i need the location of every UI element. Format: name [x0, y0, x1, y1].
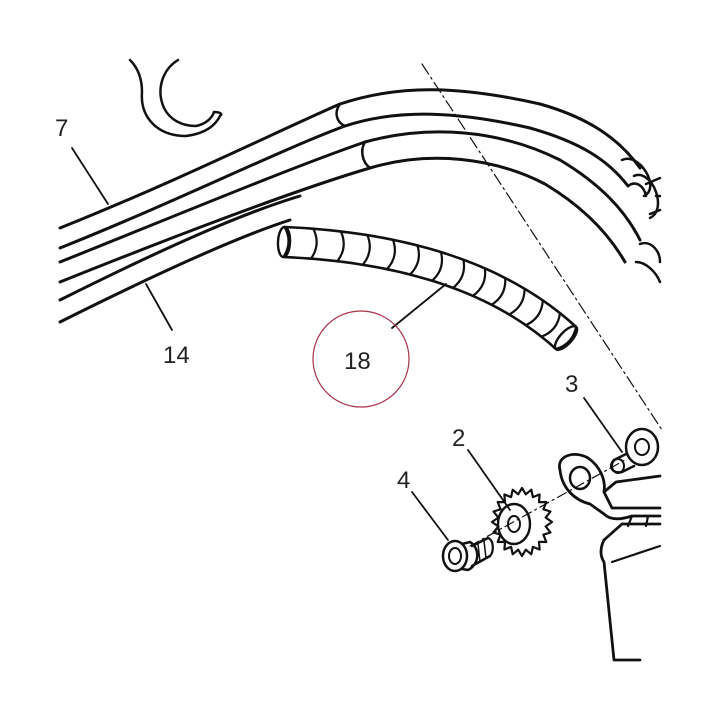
spiral-guard-segment — [309, 227, 318, 260]
leader-line-4 — [411, 491, 449, 541]
spiral-guard-segment — [471, 267, 487, 297]
spiral-guard-segment — [490, 277, 507, 306]
callout-2: 2 — [452, 425, 465, 452]
spiral-guard-segment — [431, 251, 444, 282]
spiral-guard-segment — [361, 234, 371, 266]
leader-line-3 — [583, 397, 623, 453]
washer-face — [496, 502, 532, 546]
assembly-axis-line — [421, 63, 663, 431]
spiral-guard-segment — [451, 258, 466, 289]
spiral-guard-segment — [554, 325, 578, 351]
washer-teeth — [490, 486, 554, 558]
hose-14 — [58, 194, 302, 324]
spiral-guard-segment — [524, 299, 544, 327]
spiral-guard-segment — [385, 238, 396, 271]
leader-line-2 — [467, 449, 511, 511]
spiral-guard-segment — [508, 287, 526, 316]
washer-hole — [507, 515, 521, 533]
callout-14: 14 — [163, 342, 190, 369]
spiral-guard-18 — [276, 225, 579, 351]
leader-line-7 — [71, 147, 109, 205]
callout-4: 4 — [397, 467, 410, 494]
spiral-guard-end — [553, 325, 579, 351]
callout-7: 7 — [55, 115, 68, 142]
spiral-guard-segment — [282, 225, 290, 259]
spiral-guard-segment — [336, 230, 345, 263]
hose-middle — [58, 130, 642, 284]
spiral-guard-segment — [408, 244, 421, 276]
mounting-bracket — [558, 453, 662, 662]
spiral-guard-segment — [540, 312, 562, 338]
hose-7 — [58, 88, 642, 250]
part-3-spacer — [610, 427, 660, 474]
highlight-circle-18 — [312, 310, 410, 408]
spiral-guard-edge — [282, 255, 558, 351]
hose-end-fittings — [620, 157, 662, 284]
callout-18: 18 — [344, 348, 371, 375]
fastener-axis-line — [469, 459, 626, 547]
hose-clip — [128, 58, 223, 138]
leader-line-14 — [145, 283, 173, 331]
leader-line-18 — [391, 283, 447, 329]
part-2-serrated-washer — [490, 486, 554, 558]
spiral-guard-edge — [283, 225, 578, 329]
part-4-screw — [441, 536, 494, 573]
callout-3: 3 — [565, 371, 578, 398]
spiral-guard-end — [276, 225, 292, 259]
